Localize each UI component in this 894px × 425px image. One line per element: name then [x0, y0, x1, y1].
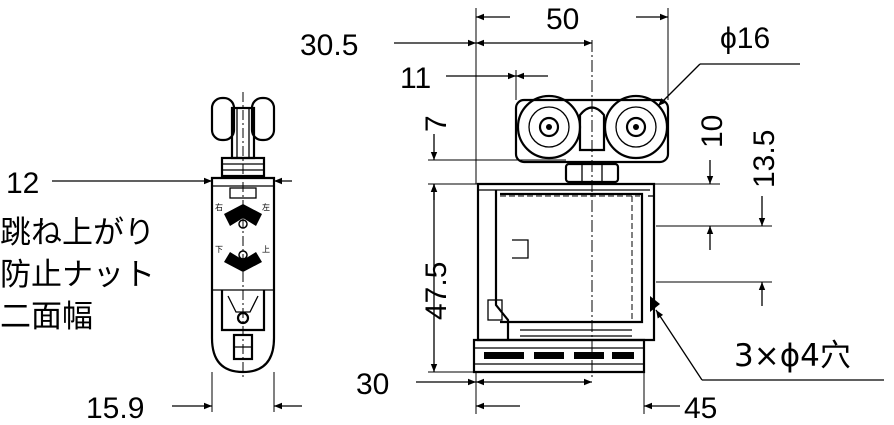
dim-13-5: 13.5 — [748, 130, 781, 188]
mark-down: 下 — [215, 245, 223, 254]
dim-12: 12 — [6, 167, 39, 200]
dim-30-5: 30.5 — [300, 29, 358, 62]
dim-10: 10 — [696, 115, 729, 148]
dim-holes: 3×ϕ4穴 — [734, 338, 851, 374]
dim-7: 7 — [420, 115, 453, 132]
dim-30: 30 — [356, 368, 389, 401]
mark-up: 上 — [262, 245, 270, 254]
note-line-1: 跳ね上がり — [0, 215, 155, 251]
note-line-2: 防止ナット — [0, 257, 155, 293]
dim-45: 45 — [684, 392, 717, 425]
dim-11: 11 — [400, 62, 431, 95]
dim-phi16: ϕ16 — [720, 22, 770, 55]
side-roller-right — [250, 96, 276, 142]
mark-right: 右 — [215, 202, 223, 212]
dim-15-9: 15.9 — [86, 392, 144, 425]
side-roller-left — [210, 96, 236, 142]
dim-50: 50 — [546, 3, 579, 36]
note-line-3: 二面幅 — [0, 299, 93, 335]
mark-left: 左 — [262, 202, 270, 212]
bracket-body — [476, 182, 656, 342]
dim-47-5: 47.5 — [420, 262, 453, 320]
side-nut — [220, 156, 266, 178]
front-view: 50 30.5 11 ϕ16 7 47.5 10 — [300, 3, 884, 425]
side-view: 右 左 下 上 12 15.9 跳ね上がり 防止ナット 二面幅 — [0, 92, 302, 425]
